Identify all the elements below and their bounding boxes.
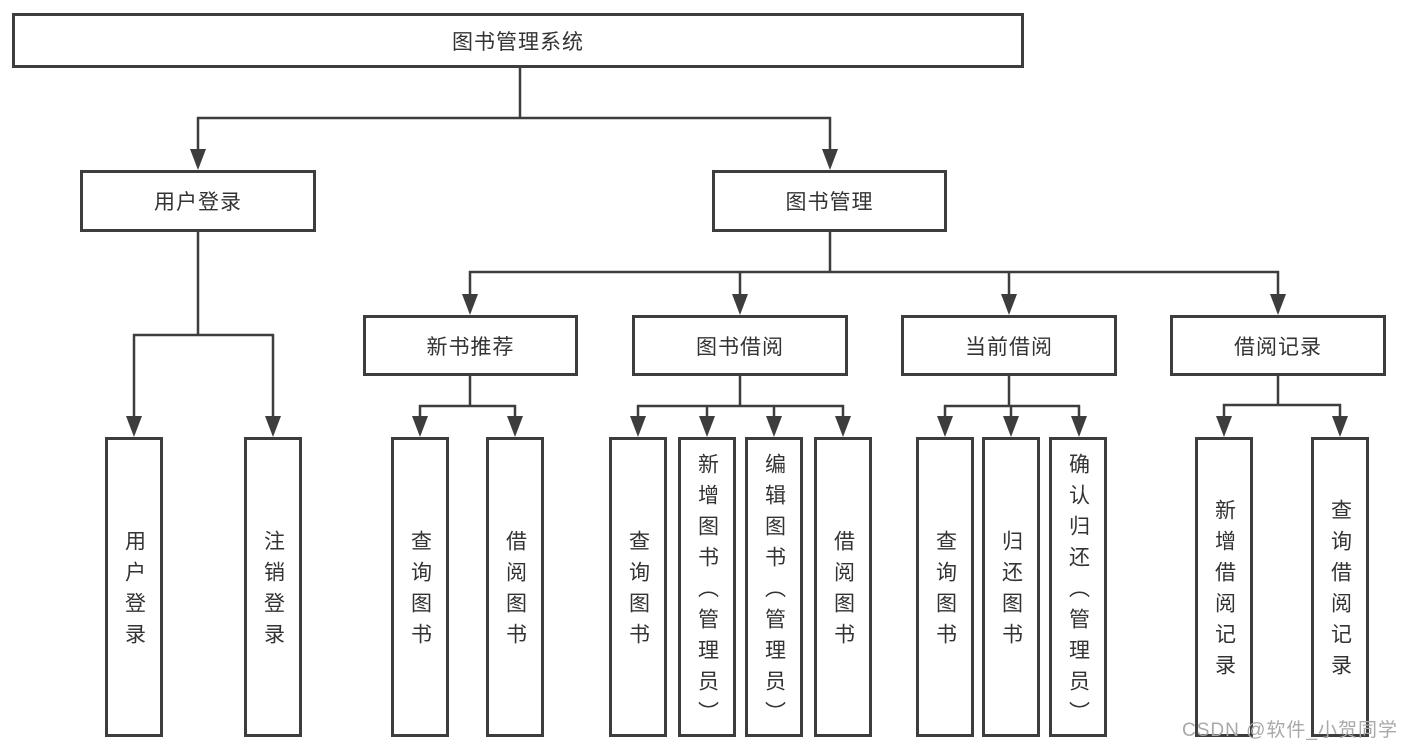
node-current-borrow: 当前借阅	[901, 315, 1117, 376]
node-user-login: 用户登录	[80, 170, 316, 232]
node-root-system: 图书管理系统	[12, 13, 1024, 68]
leaf-query-books-current: 查询图书	[916, 437, 974, 737]
node-book-borrow: 图书借阅	[632, 315, 848, 376]
node-book-management: 图书管理	[712, 170, 947, 232]
leaf-confirm-return-admin: 确认归还（管理员）	[1049, 437, 1107, 737]
watermark: CSDN @软件_小贺同学	[1182, 720, 1398, 741]
leaf-add-borrow-record: 新增借阅记录	[1195, 437, 1253, 737]
node-new-book-recommend: 新书推荐	[363, 315, 578, 376]
leaf-logout: 注销登录	[244, 437, 302, 737]
node-borrow-records: 借阅记录	[1170, 315, 1386, 376]
leaf-borrow-books: 借阅图书	[814, 437, 872, 737]
leaf-add-books-admin: 新增图书（管理员）	[678, 437, 736, 737]
leaf-edit-books-admin: 编辑图书（管理员）	[745, 437, 803, 737]
leaf-borrow-books-recommend: 借阅图书	[486, 437, 544, 737]
leaf-return-books: 归还图书	[982, 437, 1040, 737]
arrowhead-icons	[126, 149, 1348, 437]
leaf-query-books-borrow: 查询图书	[609, 437, 667, 737]
leaf-user-login: 用户登录	[105, 437, 163, 737]
leaf-query-books-recommend: 查询图书	[391, 437, 449, 737]
leaf-query-borrow-record: 查询借阅记录	[1311, 437, 1369, 737]
